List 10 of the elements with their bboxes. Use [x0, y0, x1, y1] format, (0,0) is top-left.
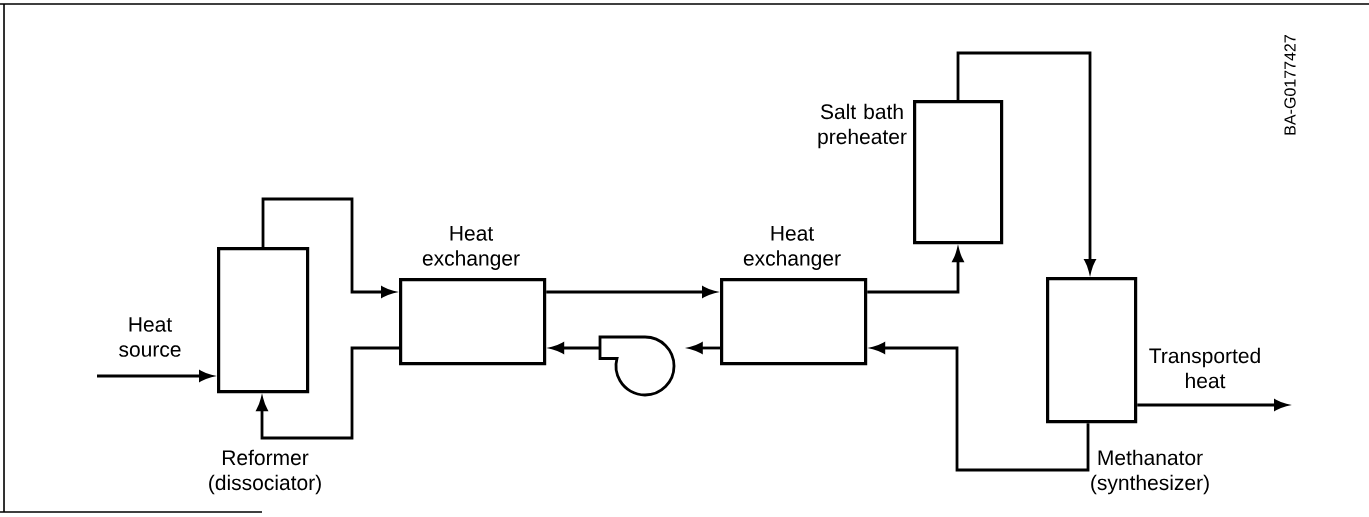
vessel-label: Heat exchanger: [743, 226, 841, 270]
vessel-label: Salt bath preheater: [818, 103, 907, 149]
vessel-label: Reformer (dissociator): [209, 449, 321, 495]
blower-drawing: [598, 335, 676, 397]
arrow: [256, 346, 399, 440]
vessel-label: Methanator (synthesizer): [1091, 449, 1209, 495]
edge-label: Transported heat: [1141, 345, 1269, 391]
drawing-number: BA-G0177427: [1284, 35, 1296, 135]
edge-label: Heat source: [106, 315, 194, 359]
vessel-label: Heat exchanger: [422, 226, 520, 270]
